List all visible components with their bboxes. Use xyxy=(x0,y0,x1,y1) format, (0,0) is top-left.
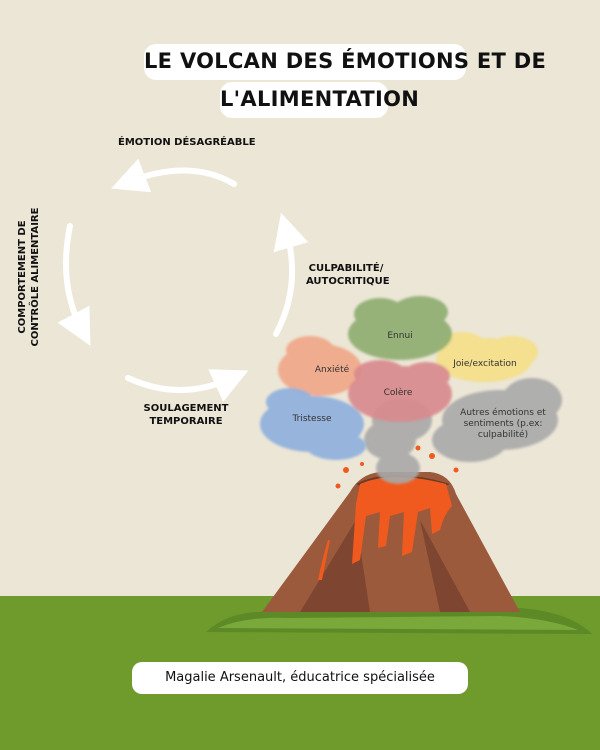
cycle-label-comportement-line-1: COMPORTEMENT DE xyxy=(17,220,28,334)
cloud-label-colere: Colère xyxy=(383,388,413,398)
volcano-shade xyxy=(300,520,370,612)
cloud-label-tristesse: Tristesse xyxy=(292,414,332,424)
cloud-colere xyxy=(348,360,452,422)
cloud-ennui xyxy=(348,296,452,360)
arrow-right xyxy=(273,212,309,337)
arrow-bottom xyxy=(125,369,249,402)
cycle-label-soulagement-line-1: SOULAGEMENT xyxy=(143,403,229,414)
cloud-anxiete xyxy=(278,336,362,396)
lava-splash xyxy=(429,453,435,459)
emotion-clouds xyxy=(260,296,562,462)
cycle-label-comportement: COMPORTEMENT DE CONTRÔLE ALIMENTAIRE xyxy=(16,202,42,352)
cloud-label-autres-line-2: sentiments (p.ex: xyxy=(463,419,543,429)
arrow-left xyxy=(57,223,91,346)
cloud-label-ennui: Ennui xyxy=(387,331,413,341)
lava-splash xyxy=(360,462,364,466)
lava-splash xyxy=(335,483,341,489)
cloud-label-autres-line-1: Autres émotions et xyxy=(460,408,546,418)
arrow-top xyxy=(111,158,237,193)
cloud-autres xyxy=(432,378,562,462)
smoke-puff xyxy=(376,452,420,484)
cloud-tristesse xyxy=(260,388,366,460)
cycle-label-culpabilite-line-1: CULPABILITÉ/ xyxy=(308,263,384,274)
grass-highlight xyxy=(218,616,578,630)
volcano-shade-2 xyxy=(420,520,470,612)
volcano xyxy=(262,445,520,612)
cycle-label-soulagement-line-2: TEMPORAIRE xyxy=(149,416,223,427)
lava-splash xyxy=(343,467,349,473)
cycle-label-soulagement: SOULAGEMENT TEMPORAIRE xyxy=(136,402,236,428)
cycle-arrows xyxy=(57,158,309,402)
lava-drip xyxy=(318,540,330,580)
cloud-label-autres-line-3: culpabilité) xyxy=(477,430,529,440)
page-title-line-2: L'ALIMENTATION xyxy=(220,82,419,118)
page-title-line-1: LE VOLCAN DES ÉMOTIONS ET DE xyxy=(144,44,546,80)
cloud-label-autres: Autres émotions et sentiments (p.ex: cul… xyxy=(448,408,558,441)
cloud-joie xyxy=(436,332,538,382)
author-credit: Magalie Arsenault, éducatrice spécialisé… xyxy=(132,662,468,694)
cloud-label-joie: Joie/excitation xyxy=(453,359,517,369)
cycle-label-culpabilite: CULPABILITÉ/ AUTOCRITIQUE xyxy=(306,262,390,288)
lava-splash xyxy=(415,445,421,451)
cycle-label-culpabilite-line-2: AUTOCRITIQUE xyxy=(306,276,390,287)
cloud-label-anxiete: Anxiété xyxy=(314,365,350,375)
lava-splash xyxy=(442,490,446,494)
cycle-label-comportement-line-2: CONTRÔLE ALIMENTAIRE xyxy=(30,207,41,347)
cycle-label-emotion: ÉMOTION DÉSAGRÉABLE xyxy=(118,137,256,148)
lava-splash xyxy=(453,467,459,473)
lava-main xyxy=(352,477,452,564)
